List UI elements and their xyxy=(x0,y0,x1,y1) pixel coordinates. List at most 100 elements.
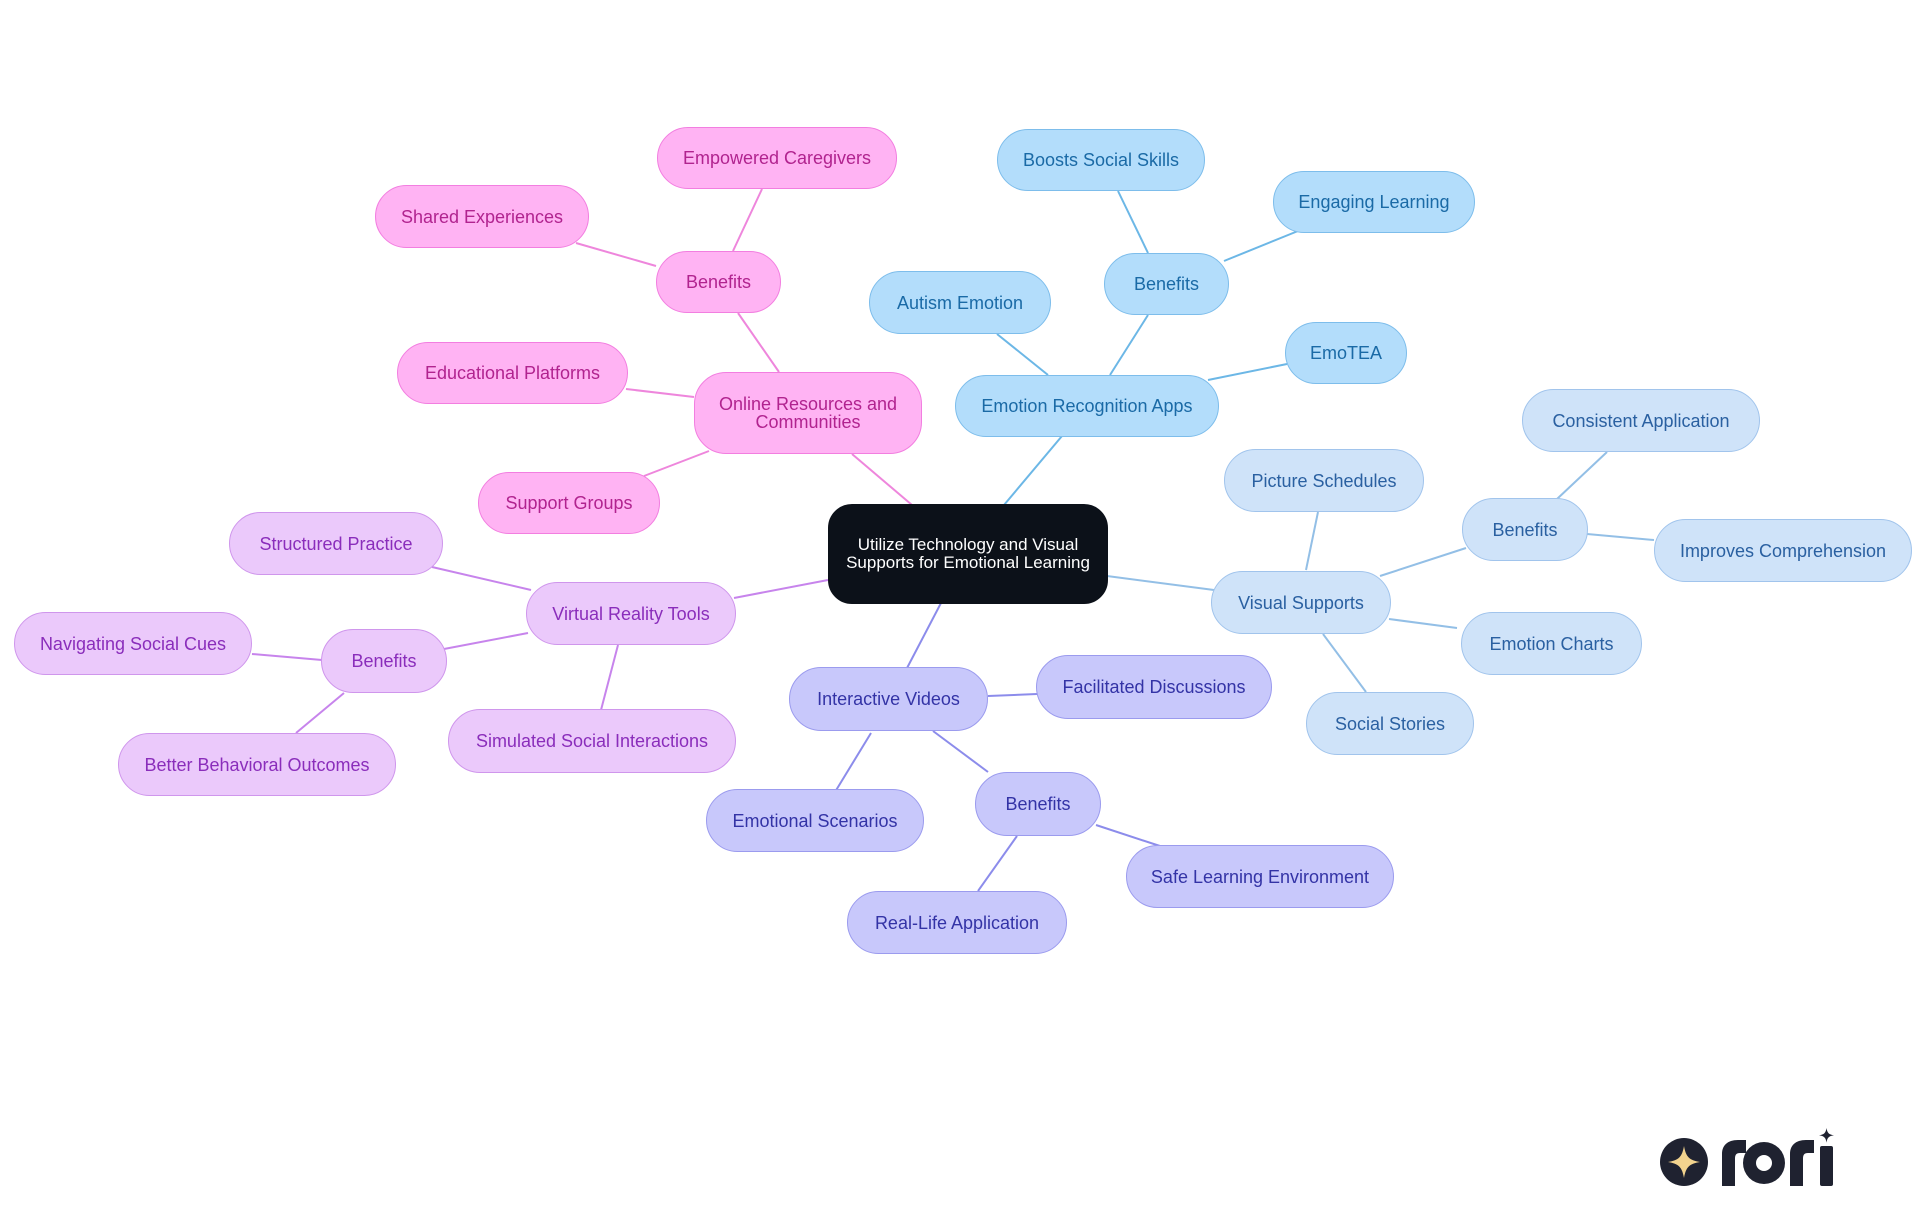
better-behavioral-outcomes-label: Better Behavioral Outcomes xyxy=(144,754,370,775)
autism-emotion-node: Autism Emotion xyxy=(869,271,1051,334)
emotea-label: EmoTEA xyxy=(1309,343,1383,363)
navigating-social-cues-label: Navigating Social Cues xyxy=(39,633,227,654)
edge-visual-stories xyxy=(1322,633,1367,693)
emotion-recognition-apps-label: Emotion Recognition Apps xyxy=(981,396,1193,416)
edge-visual-benefits-consistent xyxy=(1556,451,1608,500)
edge-vr-simulated xyxy=(600,644,619,711)
visual-benefits-node: Benefits xyxy=(1462,498,1588,561)
rori-wordmark xyxy=(1722,1128,1834,1186)
edge-root-online xyxy=(851,453,913,506)
edge-videos-benefits-safe xyxy=(1095,824,1164,848)
navigating-social-cues-node: Navigating Social Cues xyxy=(14,612,252,675)
online-benefits-label: Benefits xyxy=(685,272,752,292)
real-life-application-node: Real-Life Application xyxy=(847,891,1067,954)
emotion-charts-label: Emotion Charts xyxy=(1489,633,1614,654)
facilitated-discussions-label: Facilitated Discussions xyxy=(1062,677,1246,697)
visual-benefits-label: Benefits xyxy=(1492,519,1558,540)
picture-schedules-label: Picture Schedules xyxy=(1251,470,1397,491)
virtual-reality-tools-node: Virtual Reality Tools xyxy=(526,582,736,645)
better-behavioral-outcomes-node: Better Behavioral Outcomes xyxy=(118,733,396,796)
edge-videos-benefits-real xyxy=(977,835,1018,892)
emotional-scenarios-label: Emotional Scenarios xyxy=(732,810,898,831)
autism-emotion-label: Autism Emotion xyxy=(896,292,1024,313)
edge-videos-benefits xyxy=(932,730,989,773)
engaging-learning-label: Engaging Learning xyxy=(1298,192,1450,212)
boosts-social-skills-label: Boosts Social Skills xyxy=(1022,150,1180,170)
simulated-social-interactions-node: Simulated Social Interactions xyxy=(448,709,736,773)
structured-practice-node: Structured Practice xyxy=(229,512,443,575)
edge-root-visual xyxy=(1106,575,1215,591)
apps-benefits-node: Benefits xyxy=(1104,253,1229,315)
edge-videos-emotional xyxy=(834,732,872,793)
visual-supports-node: Visual Supports xyxy=(1211,571,1391,634)
online-resources-node: Online Resources and Communities xyxy=(694,372,922,454)
edge-online-benefits-shared xyxy=(575,242,657,267)
interactive-videos-label: Interactive Videos xyxy=(817,689,960,709)
edge-visual-picture xyxy=(1305,511,1319,571)
edge-online-benefits-caregivers xyxy=(732,188,763,252)
simulated-social-interactions-label: Simulated Social Interactions xyxy=(475,731,709,751)
engaging-learning-node: Engaging Learning xyxy=(1273,171,1475,233)
edge-vr-benefits-navigating xyxy=(251,653,323,661)
edge-online-educational xyxy=(625,388,695,398)
edge-visual-benefits-comprehension xyxy=(1586,533,1655,541)
consistent-application-node: Consistent Application xyxy=(1522,389,1760,452)
sparkle-icon xyxy=(1660,1138,1708,1186)
educational-platforms-node: Educational Platforms xyxy=(397,342,628,404)
online-resources-label: Online Resources and Communities xyxy=(718,394,898,432)
safe-learning-environment-node: Safe Learning Environment xyxy=(1126,845,1394,908)
edge-online-benefits xyxy=(737,312,780,373)
edge-apps-autism xyxy=(996,333,1049,376)
vr-benefits-node: Benefits xyxy=(321,629,447,693)
edge-apps-benefits-engaging xyxy=(1223,230,1299,262)
edge-online-support xyxy=(643,450,710,477)
emotea-node: EmoTEA xyxy=(1285,322,1407,384)
edge-visual-benefits xyxy=(1379,547,1467,577)
apps-benefits-label: Benefits xyxy=(1133,274,1200,294)
edge-root-videos xyxy=(905,602,942,671)
edge-visual-charts xyxy=(1388,618,1458,629)
support-groups-label: Support Groups xyxy=(505,493,633,513)
real-life-application-label: Real-Life Application xyxy=(874,912,1040,933)
emotional-scenarios-node: Emotional Scenarios xyxy=(706,789,924,852)
edge-vr-benefits-behavioral xyxy=(295,692,345,734)
structured-practice-label: Structured Practice xyxy=(259,533,413,554)
empowered-caregivers-node: Empowered Caregivers xyxy=(657,127,897,189)
root-label: Utilize Technology and Visual Supports f… xyxy=(846,535,1090,572)
shared-experiences-node: Shared Experiences xyxy=(375,185,589,248)
consistent-application-label: Consistent Application xyxy=(1552,410,1730,431)
edge-vr-structured xyxy=(431,566,532,591)
edge-root-emotion-apps xyxy=(1003,435,1063,506)
virtual-reality-tools-label: Virtual Reality Tools xyxy=(552,603,710,624)
edge-apps-emotea xyxy=(1207,363,1288,381)
empowered-caregivers-label: Empowered Caregivers xyxy=(682,148,872,168)
vr-benefits-label: Benefits xyxy=(351,651,417,671)
facilitated-discussions-node: Facilitated Discussions xyxy=(1036,655,1272,719)
support-groups-node: Support Groups xyxy=(478,472,660,534)
social-stories-label: Social Stories xyxy=(1334,713,1446,734)
edge-root-vr xyxy=(733,579,829,599)
rori-logo xyxy=(1660,1128,1834,1186)
picture-schedules-node: Picture Schedules xyxy=(1224,449,1424,512)
educational-platforms-label: Educational Platforms xyxy=(424,363,601,383)
online-benefits-node: Benefits xyxy=(656,251,781,313)
videos-benefits-node: Benefits xyxy=(975,772,1101,836)
visual-supports-label: Visual Supports xyxy=(1238,592,1364,613)
shared-experiences-label: Shared Experiences xyxy=(400,206,564,227)
edge-apps-benefits xyxy=(1109,314,1149,376)
edge-apps-benefits-social xyxy=(1117,190,1149,254)
interactive-videos-node: Interactive Videos xyxy=(789,667,988,731)
root-node: Utilize Technology and Visual Supports f… xyxy=(828,504,1108,604)
videos-benefits-label: Benefits xyxy=(1005,794,1071,814)
improves-comprehension-node: Improves Comprehension xyxy=(1654,519,1912,582)
improves-comprehension-label: Improves Comprehension xyxy=(1679,540,1887,561)
emotion-recognition-apps-node: Emotion Recognition Apps xyxy=(955,375,1219,437)
emotion-charts-node: Emotion Charts xyxy=(1461,612,1642,675)
social-stories-node: Social Stories xyxy=(1306,692,1474,755)
edge-vr-benefits xyxy=(443,632,529,650)
edge-videos-facilitated xyxy=(987,693,1038,697)
safe-learning-environment-label: Safe Learning Environment xyxy=(1150,866,1370,887)
boosts-social-skills-node: Boosts Social Skills xyxy=(997,129,1205,191)
